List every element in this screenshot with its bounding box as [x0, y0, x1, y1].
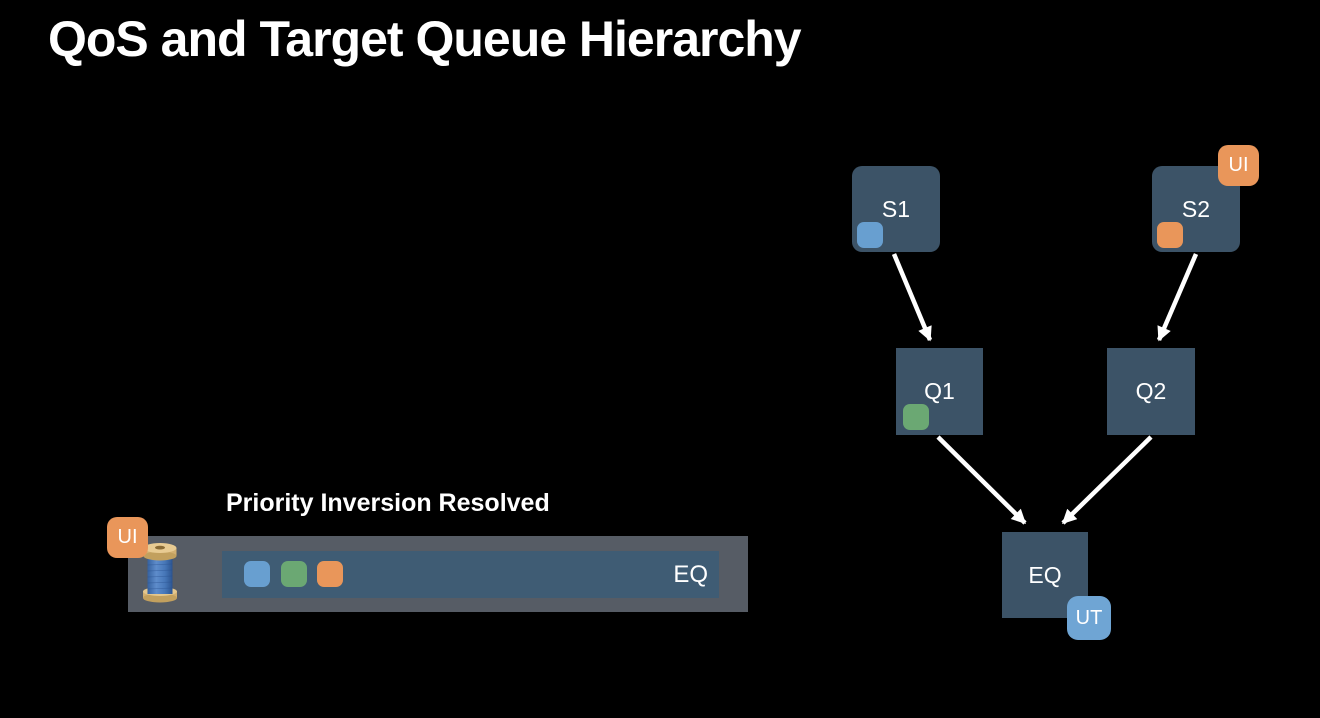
arrow-s1-q1 [891, 253, 933, 342]
thread-qos-badge-label: UI [117, 526, 138, 548]
thread-qos-badge: UI [107, 517, 148, 558]
node-s1: S1 [852, 166, 940, 252]
executing-queue-bar: EQ [222, 551, 719, 598]
node-q2-label: Q2 [1135, 378, 1167, 404]
node-q2: Q2 [1107, 348, 1195, 435]
slide-title: QoS and Target Queue Hierarchy [48, 11, 802, 67]
resolved-heading: Priority Inversion Resolved [226, 489, 550, 517]
node-s1-label: S1 [881, 195, 911, 222]
s2-qos-badge-label: UI [1228, 154, 1249, 176]
blue-work-item [857, 222, 883, 248]
s2-qos-badge: UI [1218, 145, 1259, 186]
green-work-item [903, 404, 929, 430]
node-eq-label: EQ [1028, 561, 1062, 588]
node-q1-label: Q1 [924, 378, 955, 404]
arrow-q1-eq [936, 435, 1027, 525]
blue-work-item [244, 561, 270, 587]
orange-work-item [1157, 222, 1183, 248]
thread-spool-icon [143, 543, 177, 603]
green-work-item [281, 561, 307, 587]
orange-work-item [317, 561, 343, 587]
eq-qos-badge: UT [1067, 596, 1111, 640]
arrow-s2-q2 [1156, 253, 1199, 342]
node-s2-label: S2 [1181, 195, 1211, 222]
eq-qos-badge-label: UT [1075, 606, 1103, 629]
queue-bar-label: EQ [673, 561, 708, 588]
node-q1: Q1 [896, 348, 983, 435]
arrow-q2-eq [1061, 435, 1153, 525]
